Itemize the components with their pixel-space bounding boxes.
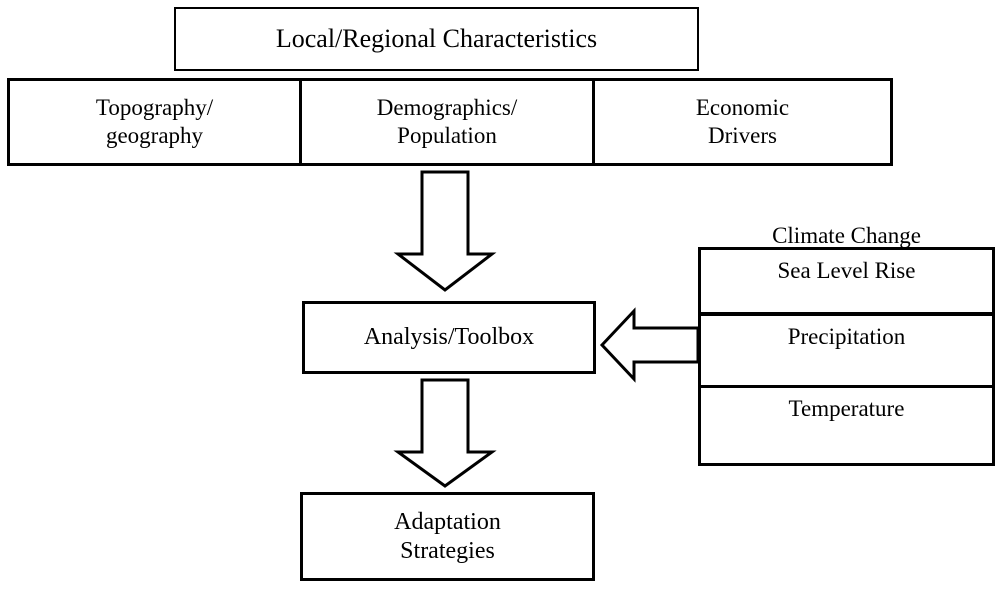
cell-topography-geography: Topography/ geography [10, 81, 299, 163]
arrow-left-climate-to-analysis-icon [599, 307, 700, 383]
box-analysis-toolbox-label: Analysis/Toolbox [363, 324, 535, 351]
box-adaptation-strategies-label: Adaptation Strategies [394, 509, 501, 564]
cell-temperature-label: Temperature [788, 396, 905, 421]
cell-precipitation-label: Precipitation [787, 324, 906, 349]
cell-topography-geography-label: Topography/ geography [95, 95, 214, 148]
cell-economic-drivers-label: Economic Drivers [695, 95, 790, 148]
cell-precipitation: Precipitation [701, 316, 992, 388]
cell-sea-level-rise: Sea Level Rise [701, 250, 992, 316]
cell-sea-level-rise-label: Sea Level Rise [777, 258, 916, 283]
box-adaptation-strategies: Adaptation Strategies [300, 492, 595, 581]
box-local-regional-characteristics-label: Local/Regional Characteristics [275, 23, 598, 53]
cell-demographics-population-label: Demographics/ Population [376, 95, 518, 148]
arrow-down-characteristics-to-analysis-icon [393, 170, 497, 292]
row-local-regional-characteristics: Topography/ geography Demographics/ Popu… [7, 78, 893, 166]
cell-demographics-population: Demographics/ Population [299, 81, 595, 163]
label-climate-change: Climate Change [772, 223, 921, 248]
box-analysis-toolbox: Analysis/Toolbox [302, 301, 596, 374]
box-climate-change: Sea Level Rise Precipitation Temperature [698, 247, 995, 466]
box-local-regional-characteristics: Local/Regional Characteristics [174, 7, 699, 71]
cell-temperature: Temperature [701, 388, 992, 463]
cell-economic-drivers: Economic Drivers [595, 81, 890, 163]
arrow-down-analysis-to-adaptation-icon [393, 378, 497, 488]
